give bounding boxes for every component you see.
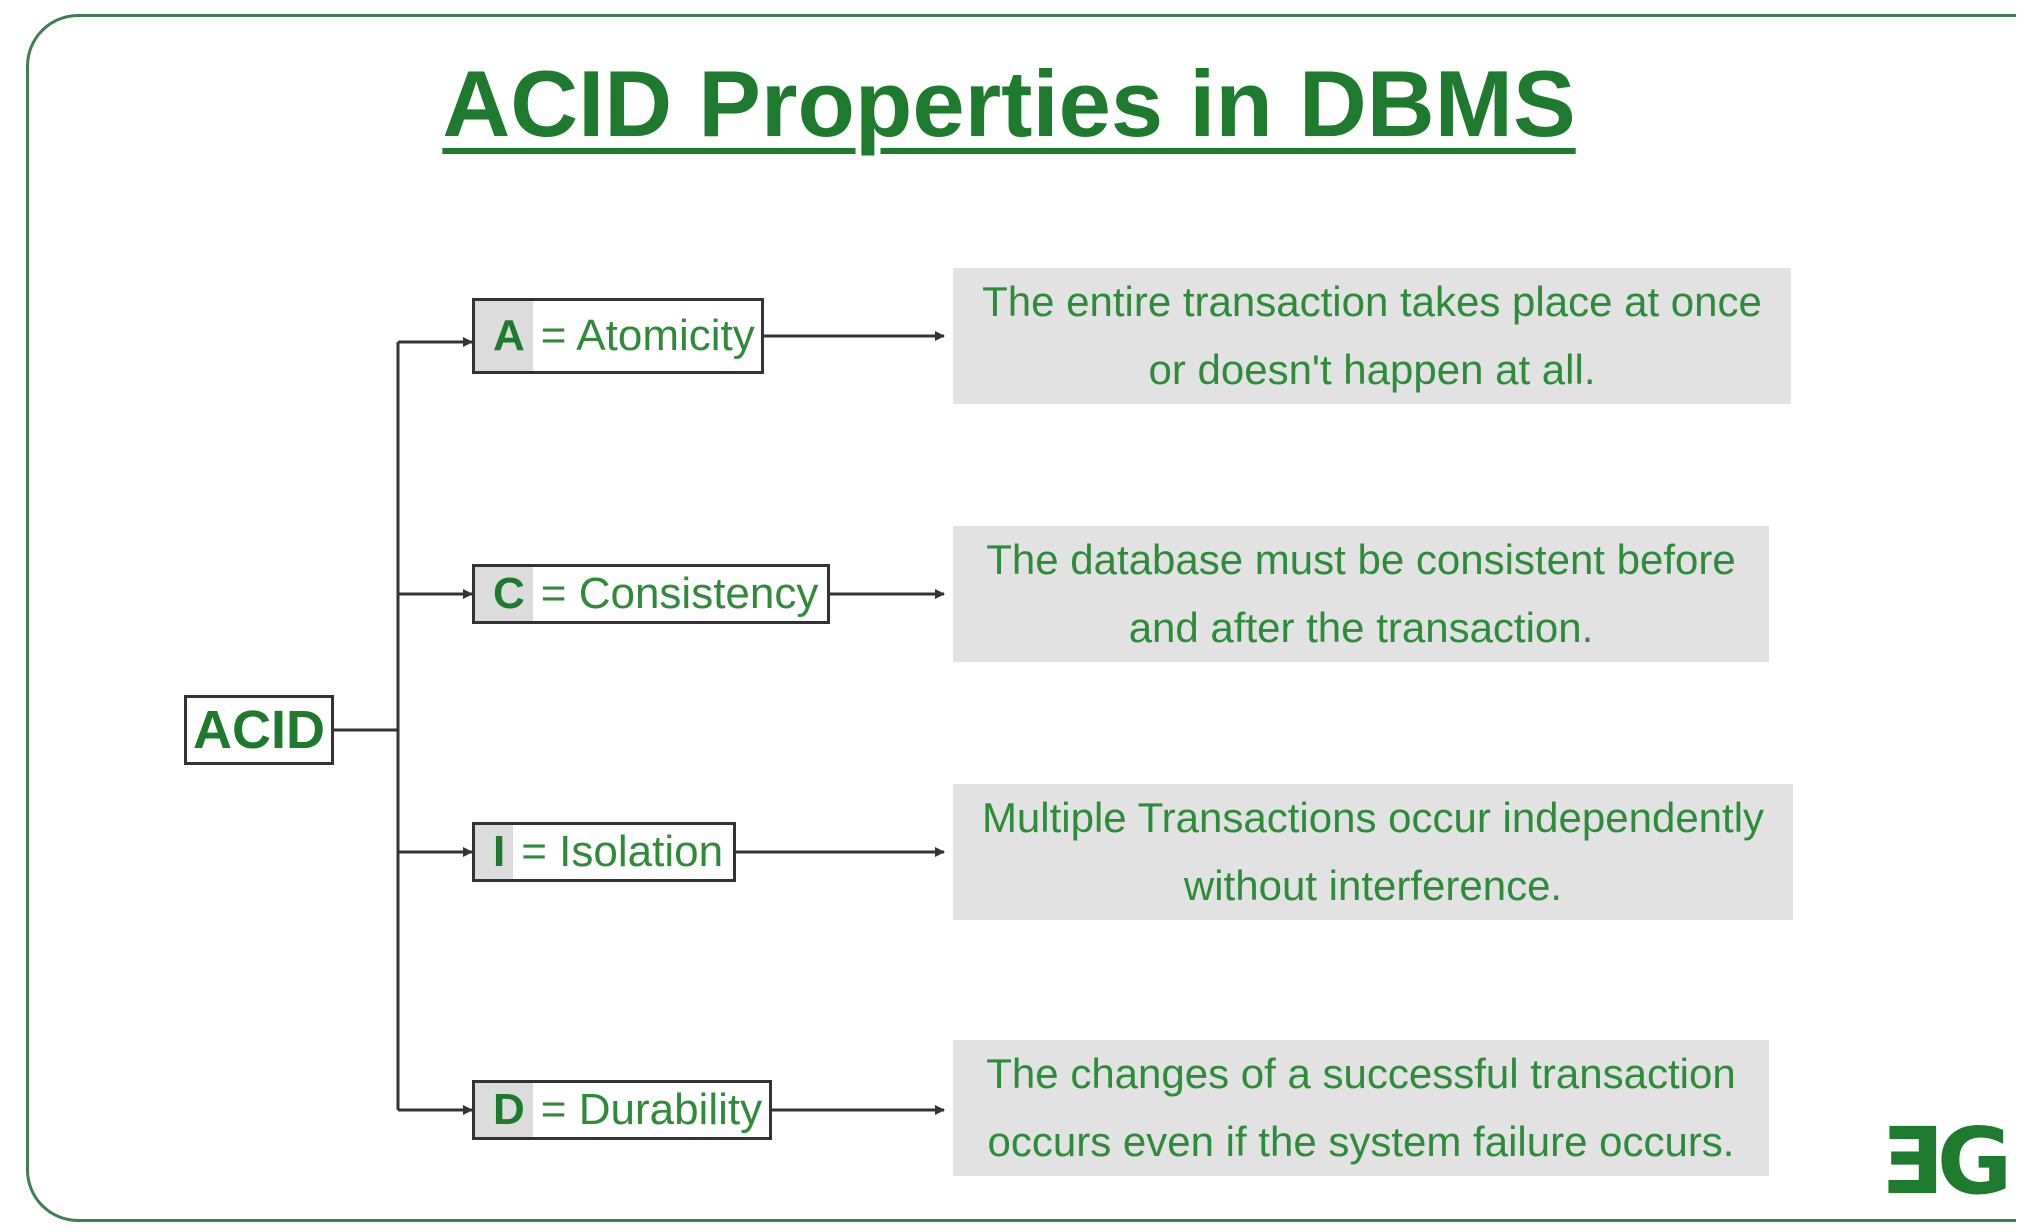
property-name: = Atomicity <box>540 311 755 360</box>
description-line: and after the transaction. <box>1128 604 1594 651</box>
description-line: The entire transaction takes place at on… <box>982 278 1762 325</box>
description-isolation: Multiple Transactions occur independentl… <box>953 784 1793 920</box>
property-node-consistency: C = Consistency <box>472 564 830 624</box>
property-letter: A <box>475 301 533 371</box>
diagram-title: ACID Properties in DBMS <box>442 51 1576 156</box>
property-letter: C <box>475 567 533 621</box>
property-letter: D <box>475 1083 533 1137</box>
property-name: = Durability <box>540 1085 763 1134</box>
description-line: occurs even if the system failure occurs… <box>987 1118 1735 1165</box>
acid-root-node: ACID <box>184 695 334 765</box>
property-letter: I <box>475 825 514 879</box>
property-name: = Consistency <box>540 569 819 618</box>
property-node-atomicity: A = Atomicity <box>472 298 764 374</box>
property-name: = Isolation <box>521 827 724 876</box>
description-consistency: The database must be consistent before a… <box>953 526 1769 662</box>
property-node-durability: D = Durability <box>472 1080 772 1140</box>
geeksforgeeks-logo-icon: ƎG <box>1880 1108 2012 1215</box>
description-line: The database must be consistent before <box>986 536 1736 583</box>
description-line: Multiple Transactions occur independentl… <box>981 794 1765 841</box>
description-line: or doesn't happen at all. <box>1148 346 1596 393</box>
property-node-isolation: I = Isolation <box>472 822 736 882</box>
description-line: without interference. <box>1183 862 1563 909</box>
description-line: The changes of a successful transaction <box>986 1050 1736 1097</box>
description-durability: The changes of a successful transaction … <box>953 1040 1769 1176</box>
description-atomicity: The entire transaction takes place at on… <box>953 268 1791 404</box>
